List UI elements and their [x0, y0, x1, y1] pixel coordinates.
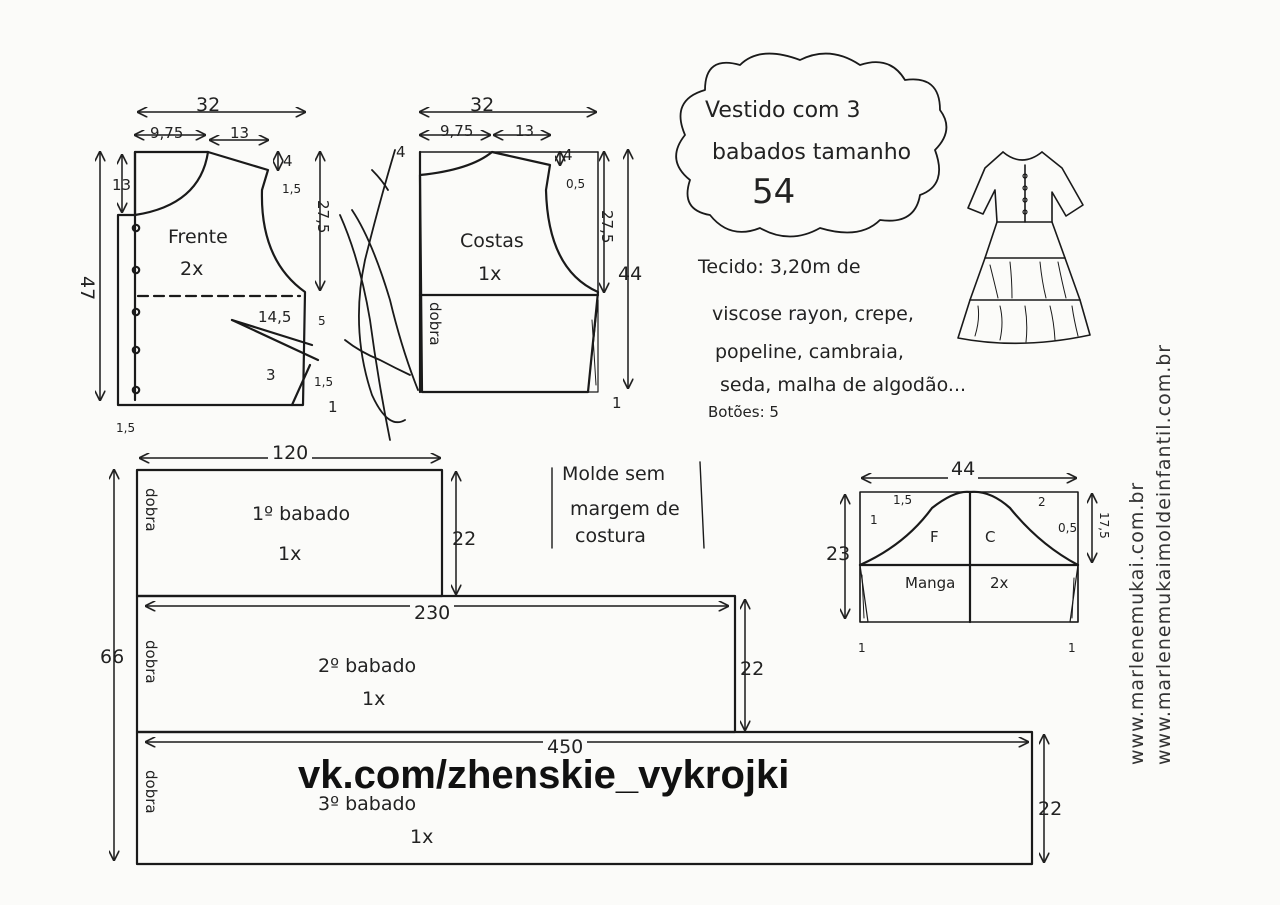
sleeve-label: Manga — [905, 574, 956, 592]
front-placket-value: 1,5 — [116, 421, 136, 435]
back-qty: 1x — [478, 263, 502, 285]
back-dimension-lines — [420, 112, 628, 388]
back-neck-drop-value: 4 — [396, 143, 406, 161]
note-line-2: margem de — [570, 498, 680, 520]
ruffle-3-piece — [135, 730, 1034, 866]
ruffle-3-qty: 1x — [410, 826, 434, 848]
front-bodice-piece — [116, 150, 320, 407]
title-line-2: babados tamanho — [712, 140, 912, 165]
front-label: Frente — [168, 226, 228, 248]
sleeve-hem-right-value: 1 — [1068, 641, 1076, 655]
note-box — [551, 461, 705, 549]
title-size: 54 — [752, 172, 796, 212]
signature-mark — [339, 149, 419, 441]
buttons-count: Botões: 5 — [708, 403, 779, 421]
front-dart-a-value: 5 — [318, 314, 326, 328]
sleeve-cap-height-value: 17,5 — [1097, 512, 1111, 539]
front-shoulder-width-value: 13 — [230, 124, 250, 142]
ruffle-1-label: 1º babado — [252, 503, 351, 525]
front-shoulder-drop-value: 4 — [283, 152, 293, 170]
ruffle-2-height-value: 22 — [740, 658, 765, 680]
title-line-1: Vestido com 3 — [705, 98, 861, 123]
back-neck-width-value: 9,75 — [440, 122, 474, 140]
front-neck-drop-value: 13 — [112, 176, 132, 194]
front-length-value: 47 — [76, 276, 98, 301]
back-shoulder-drop-value: 4 — [563, 146, 573, 164]
front-dart-length-value: 14,5 — [258, 308, 292, 326]
sleeve-front-mark: F — [930, 528, 939, 546]
front-hem-in-value: 1 — [328, 398, 338, 416]
site-url-1: www.marlenemukai.com.br — [1126, 481, 1148, 765]
dress-sketch-buttons — [1022, 173, 1028, 215]
fabric-line-4: seda, malha de algodão... — [720, 374, 967, 396]
ruffle-1-piece — [135, 468, 444, 598]
ruffle-2-fold-label: dobra — [142, 640, 160, 684]
sleeve-dimension-lines — [845, 478, 1092, 618]
ruffle-3-label: 3º babado — [318, 793, 417, 815]
ruffle-3-width-value: 450 — [543, 738, 588, 757]
fabric-line-1: Tecido: 3,20m de — [698, 256, 861, 278]
sleeve-hem-left-value: 1 — [858, 641, 866, 655]
dress-sketch — [957, 151, 1091, 345]
ruffle-1-width-value: 120 — [268, 444, 313, 463]
ruffle-3-height-value: 22 — [1038, 798, 1063, 820]
sleeve-front-low-value: 1 — [870, 513, 878, 527]
back-fold-label: dobra — [426, 302, 444, 346]
back-length-value: 44 — [618, 263, 643, 285]
back-width-value: 32 — [470, 94, 495, 116]
note-line-3: costura — [575, 525, 646, 547]
back-armhole-height-value: 27,5 — [598, 210, 616, 244]
sleeve-back-ease-value: 2 — [1038, 495, 1046, 509]
ruffle-2-qty: 1x — [362, 688, 386, 710]
front-dart-width-value: 3 — [266, 366, 276, 384]
note-line-1: Molde sem — [562, 463, 666, 485]
back-armhole-offset-value: 0,5 — [566, 177, 586, 191]
watermark-text: vk.com/zhenskie_vykrojki — [298, 753, 790, 797]
sleeve-piece — [858, 490, 1080, 624]
sleeve-back-low-value: 0,5 — [1058, 521, 1078, 535]
sleeve-width-value: 44 — [948, 460, 979, 479]
front-dart-b-value: 1,5 — [314, 375, 334, 389]
front-qty: 2x — [180, 258, 204, 280]
front-neck-width-value: 9,75 — [150, 124, 184, 142]
ruffle-1-fold-label: dobra — [142, 488, 160, 532]
front-width-value: 32 — [196, 94, 221, 116]
sleeve-height-value: 23 — [826, 543, 851, 565]
front-dimension-lines — [100, 112, 320, 400]
sleeve-qty: 2x — [990, 574, 1009, 592]
ruffle-3-fold-label: dobra — [142, 770, 160, 814]
back-shoulder-width-value: 13 — [515, 122, 535, 140]
fabric-line-3: popeline, cambraia, — [715, 341, 904, 363]
front-armhole-height-value: 27,5 — [314, 200, 332, 234]
back-hem-in-value: 1 — [612, 394, 622, 412]
sleeve-back-mark: C — [985, 528, 996, 546]
ruffle-1-height-value: 22 — [452, 528, 477, 550]
ruffle-2-width-value: 230 — [410, 604, 455, 623]
ruffle-1-qty: 1x — [278, 543, 302, 565]
ruffle-total-height-value: 66 — [100, 646, 125, 668]
front-armhole-offset-value: 1,5 — [282, 182, 302, 196]
fabric-line-2: viscose rayon, crepe, — [712, 303, 914, 325]
site-url-2: www.marlenemukaimoldeinfantil.com.br — [1153, 343, 1175, 765]
back-bodice-piece — [418, 150, 600, 394]
sleeve-front-ease-value: 1,5 — [893, 493, 913, 507]
title-cloud — [675, 52, 948, 238]
back-label: Costas — [460, 230, 524, 252]
ruffle-2-label: 2º babado — [318, 655, 417, 677]
